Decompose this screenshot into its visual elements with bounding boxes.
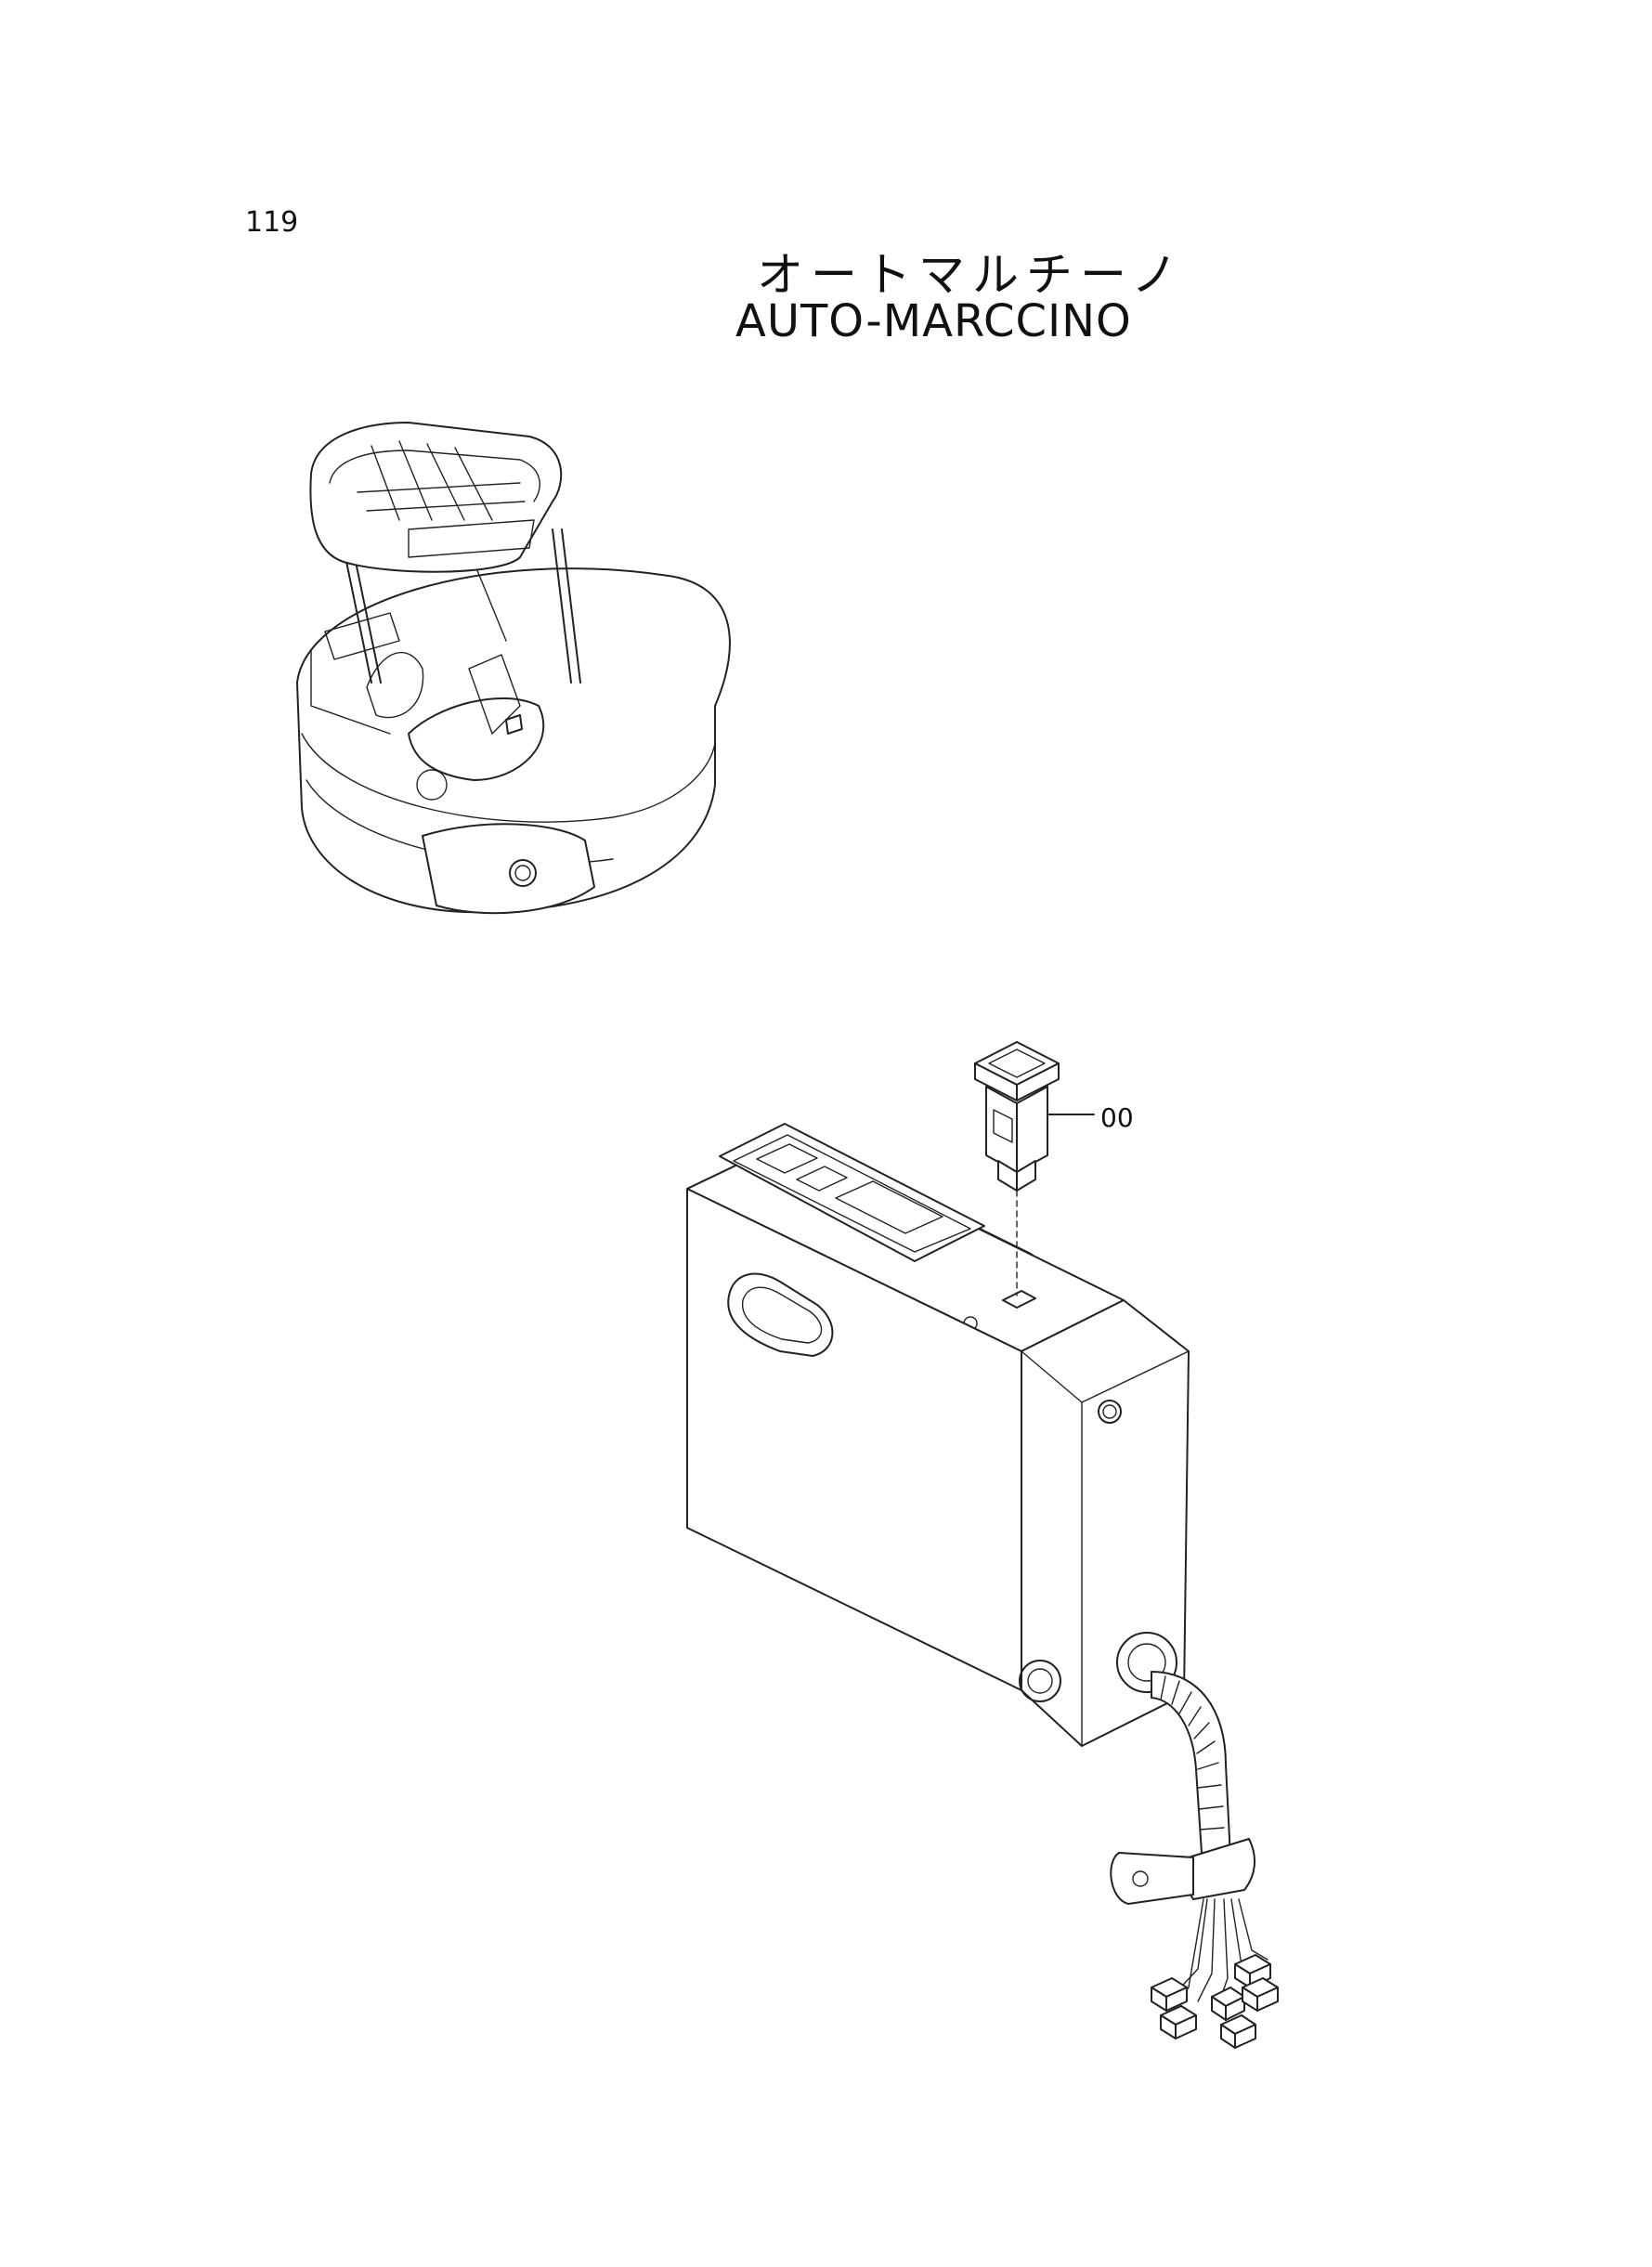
switch-part-00 [974, 1041, 1095, 1296]
machine-overview-illustration [296, 422, 731, 915]
page-number: 119 [245, 206, 299, 239]
title-japanese: オートマルチーノ [757, 248, 1185, 302]
controller-unit-illustration [686, 1123, 1279, 2049]
callout-label-00: 00 [1100, 1102, 1134, 1133]
title-english: AUTO-MARCCINO [735, 295, 1132, 347]
